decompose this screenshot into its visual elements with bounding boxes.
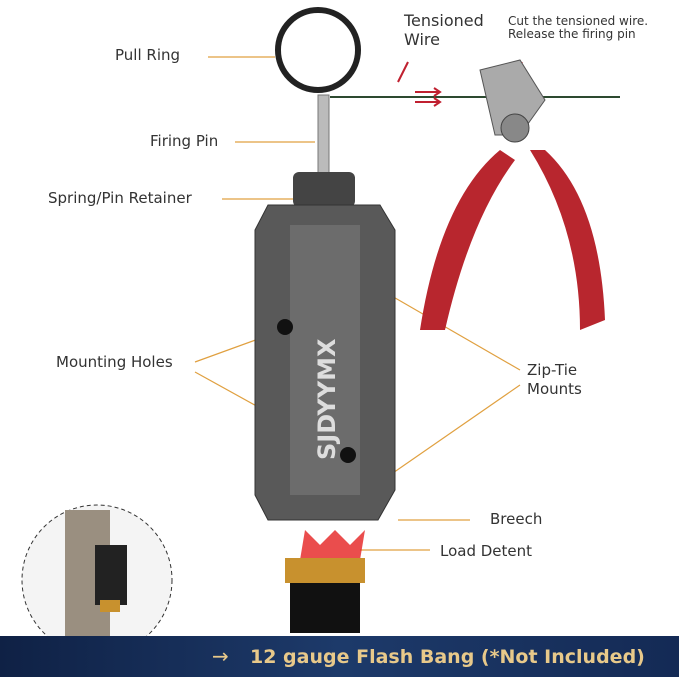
label-firing-pin: Firing Pin <box>150 132 219 150</box>
label-zip-tie-2: Mounts <box>527 380 582 398</box>
pull-ring <box>275 7 361 93</box>
label-tensioned-wire-2: Wire <box>404 30 440 49</box>
label-pull-ring: Pull Ring <box>115 46 181 64</box>
mounting-hole <box>277 319 293 335</box>
label-spring-retainer: Spring/Pin Retainer <box>48 189 192 207</box>
label-load-detent: Load Detent <box>440 542 533 560</box>
banner-text: 12 gauge Flash Bang (*Not Included) <box>250 646 645 668</box>
label-breech: Breech <box>490 510 543 528</box>
label-cut-2: Release the firing pin <box>508 27 636 41</box>
label-mounting-holes: Mounting Holes <box>56 353 173 371</box>
spring-retainer <box>293 172 355 207</box>
shell-hull <box>290 583 360 633</box>
shell-brass <box>285 558 365 583</box>
arrow-right-icon: → <box>212 644 229 668</box>
pliers <box>420 59 605 330</box>
firing-pin <box>317 94 330 181</box>
bottom-banner: → 12 gauge Flash Bang (*Not Included) <box>0 636 679 677</box>
label-zip-tie-1: Zip-Tie <box>527 361 578 379</box>
mounting-hole <box>340 447 356 463</box>
label-cut-1: Cut the tensioned wire. <box>508 14 649 28</box>
label-tensioned-wire-1: Tensioned <box>404 11 484 30</box>
brand-mark: SJDYYMX <box>313 338 341 460</box>
